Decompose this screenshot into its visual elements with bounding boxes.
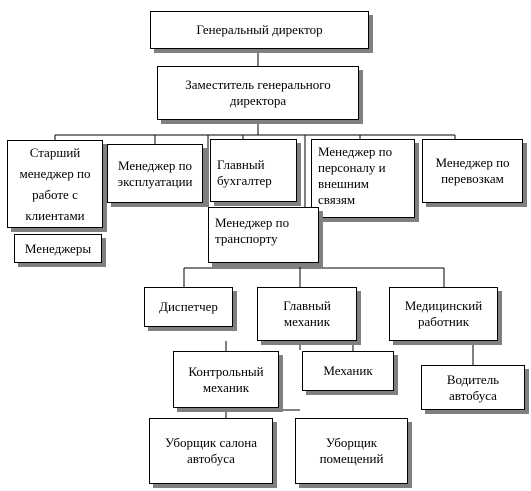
node-chief-mechanic: Главный механик <box>257 287 357 341</box>
node-control-mechanic-label: Контрольный механик <box>188 363 264 395</box>
node-bus-driver-label: Водитель автобуса <box>446 371 500 403</box>
node-hr-manager-label: Менеджер по персоналу и внешним связям <box>318 144 393 207</box>
node-operations-manager-label: Менеджер по эксплуатации <box>117 157 193 189</box>
node-bus-driver: Водитель автобуса <box>421 365 525 410</box>
node-senior-manager: Старший менеджер по работе с клиентами <box>7 140 103 228</box>
node-transport-manager: Менеджер по транспорту <box>208 207 319 263</box>
node-control-mechanic: Контрольный механик <box>173 351 279 408</box>
node-dispatcher: Диспетчер <box>144 287 233 327</box>
node-chief-accountant-label: Главный бухгалтер <box>217 157 272 188</box>
node-managers: Менеджеры <box>14 234 102 263</box>
node-hr-manager: Менеджер по персоналу и внешним связям <box>311 139 415 218</box>
node-ceo-label: Генеральный директор <box>196 22 323 37</box>
node-medical-worker: Медицинский работник <box>389 287 498 341</box>
node-medical-worker-label: Медицинский работник <box>404 298 483 329</box>
node-bus-cleaner: Уборщик салона автобуса <box>149 418 273 484</box>
node-mechanic-label: Механик <box>323 363 373 378</box>
node-bus-cleaner-label: Уборщик салона автобуса <box>164 435 258 466</box>
node-room-cleaner: Уборщик помещений <box>295 418 408 484</box>
node-operations-manager: Менеджер по эксплуатации <box>107 144 203 203</box>
node-managers-label: Менеджеры <box>24 240 92 256</box>
node-dispatcher-label: Диспетчер <box>159 299 218 314</box>
node-transport-manager-right: Менеджер по перевозкам <box>422 139 523 203</box>
node-deputy: Заместитель генерального директора <box>157 66 359 120</box>
node-senior-manager-label: Старший менеджер по работе с клиентами <box>19 145 91 223</box>
node-ceo: Генеральный директор <box>150 11 369 49</box>
node-transport-manager-label: Менеджер по транспорту <box>215 215 290 246</box>
node-chief-accountant: Главный бухгалтер <box>210 139 297 202</box>
node-room-cleaner-label: Уборщик помещений <box>319 435 384 466</box>
node-deputy-label: Заместитель генерального директора <box>185 77 331 108</box>
node-mechanic: Механик <box>302 351 394 391</box>
node-transport-manager-right-label: Менеджер по перевозкам <box>435 155 510 186</box>
node-chief-mechanic-label: Главный механик <box>283 298 331 329</box>
